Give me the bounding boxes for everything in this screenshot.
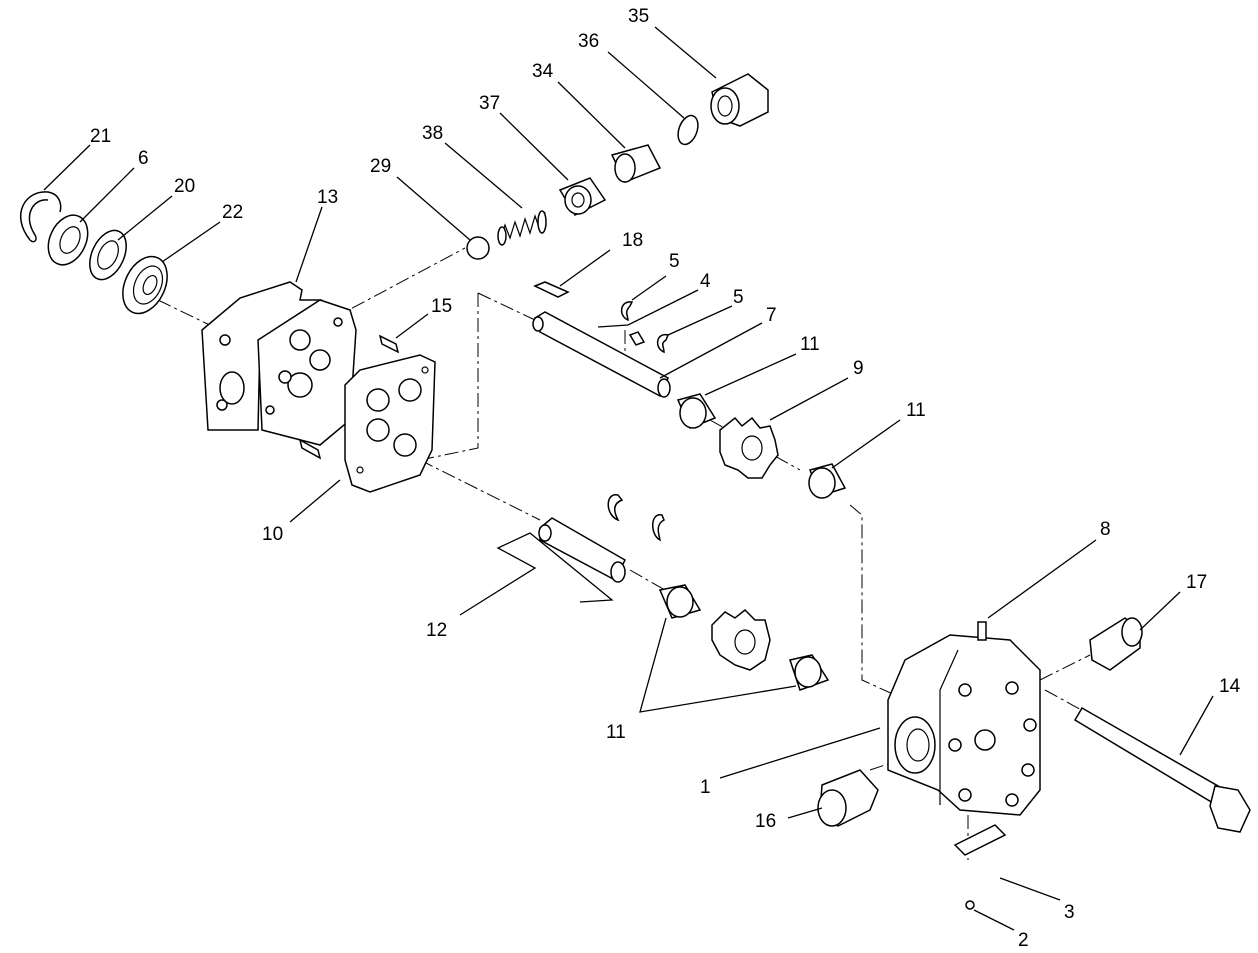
callout-2: 2	[1018, 930, 1029, 951]
key-18	[533, 281, 570, 298]
needle-bearing-11b	[808, 463, 847, 499]
callout-5a: 5	[669, 251, 680, 272]
callout-16: 16	[755, 811, 776, 832]
nut-35	[710, 73, 769, 127]
callout-11b: 11	[906, 400, 926, 421]
callout-1: 1	[700, 777, 711, 798]
callout-15: 15	[431, 296, 452, 317]
callout-21: 21	[90, 126, 111, 147]
callout-4: 4	[700, 271, 711, 292]
bolt-14	[1073, 706, 1251, 833]
spring-38	[497, 210, 547, 246]
callout-12: 12	[426, 620, 447, 641]
pin-8	[977, 621, 987, 641]
seal-6	[47, 214, 89, 266]
pump-body-1	[887, 634, 1041, 816]
callout-38: 38	[422, 123, 443, 144]
callout-37: 37	[479, 93, 500, 114]
callout-9: 9	[853, 358, 864, 379]
idler-shaft-12	[538, 494, 665, 583]
callout-11c: 11	[606, 722, 626, 743]
leader-lines	[43, 26, 1214, 931]
screw-2	[965, 900, 975, 910]
dowel-pins-15	[298, 334, 400, 460]
seat-37	[558, 177, 607, 216]
o-ring-36	[677, 114, 699, 146]
callout-35: 35	[628, 6, 649, 27]
plug-34	[610, 144, 662, 183]
needle-bearing-11c	[658, 584, 702, 619]
callout-10: 10	[262, 524, 283, 545]
plate-3	[953, 824, 1007, 856]
callout-17: 17	[1186, 572, 1207, 593]
callout-34: 34	[532, 61, 554, 82]
needle-bearing-11d	[789, 654, 830, 691]
callout-6: 6	[138, 148, 149, 169]
callout-22: 22	[222, 202, 243, 223]
check-ball-29	[466, 236, 490, 260]
fitting-17	[1089, 617, 1143, 671]
gear-9	[719, 416, 779, 479]
bearing-22	[122, 255, 168, 315]
callout-7: 7	[766, 305, 777, 326]
snap-ring-21	[19, 191, 62, 243]
callout-18: 18	[622, 230, 643, 251]
callout-36: 36	[578, 31, 599, 52]
callout-8: 8	[1100, 519, 1111, 540]
callout-29: 29	[370, 156, 391, 177]
housing-13	[201, 281, 357, 446]
callout-13: 13	[317, 187, 338, 208]
callout-5b: 5	[733, 287, 744, 308]
key-4	[628, 331, 646, 346]
drive-shaft-7	[532, 311, 671, 398]
callout-3: 3	[1064, 902, 1075, 923]
washer-20	[89, 229, 127, 281]
gasket-10	[344, 354, 436, 493]
idler-gear	[711, 608, 771, 671]
callout-labels: 35 36 34 37 38 29 21 6 20 22 13 18 5 4 5…	[90, 6, 1241, 951]
callout-14: 14	[1219, 676, 1241, 697]
fitting-16	[817, 769, 879, 827]
callout-11a: 11	[800, 334, 820, 355]
retaining-ring-5b	[656, 333, 670, 354]
retaining-ring-5a	[620, 301, 634, 322]
needle-bearing-11a	[676, 393, 717, 429]
callout-20: 20	[174, 176, 195, 197]
